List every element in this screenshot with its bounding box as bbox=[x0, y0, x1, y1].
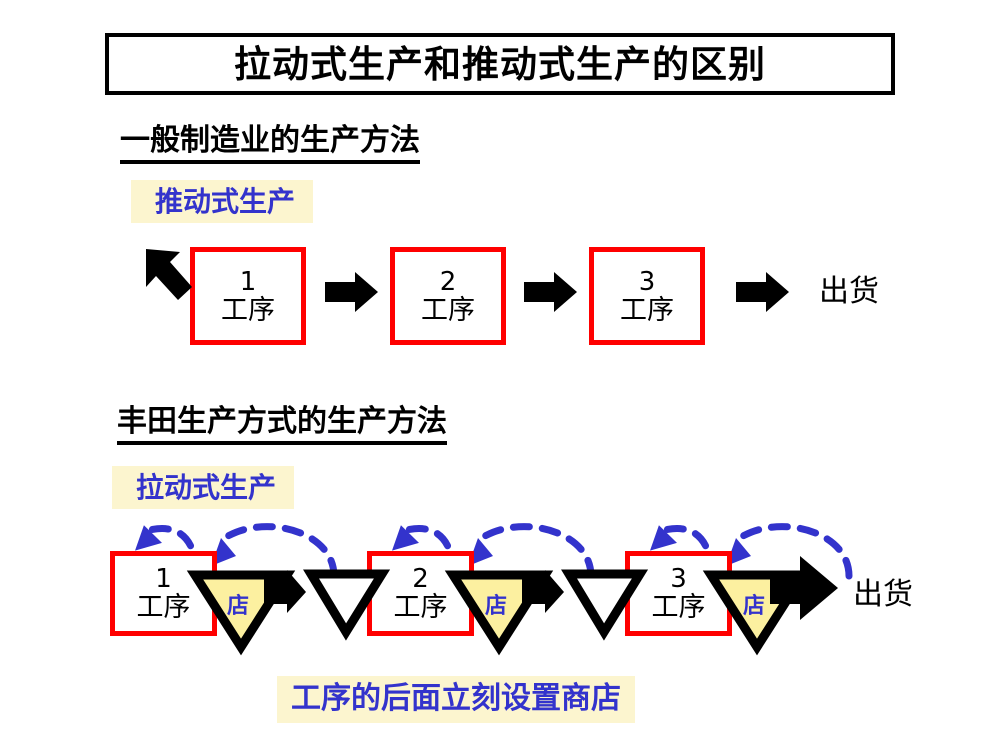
process-number: 1 bbox=[239, 266, 257, 297]
flow-arrow-output bbox=[770, 556, 838, 620]
process-box-pull-1: 1 工序 bbox=[110, 551, 217, 636]
pull-arc-wip1-to-store1 bbox=[224, 523, 338, 580]
process-box-pull-2: 2 工序 bbox=[367, 551, 474, 636]
process-box-push-1: 1 工序 bbox=[190, 247, 306, 345]
process-number: 3 bbox=[638, 266, 656, 297]
flow-arrow-1 bbox=[264, 570, 306, 613]
process-name: 工序 bbox=[393, 592, 448, 623]
store-label-2: 店 bbox=[485, 594, 508, 619]
process-name: 工序 bbox=[651, 592, 706, 623]
page-title: 拉动式生产和推动式生产的区别 bbox=[234, 42, 766, 86]
slide-title-box: 拉动式生产和推动式生产的区别 bbox=[105, 33, 895, 95]
process-name: 工序 bbox=[620, 294, 674, 326]
process-name: 工序 bbox=[136, 592, 191, 623]
process-box-pull-3: 3 工序 bbox=[625, 551, 732, 636]
section-heading-pull: 丰田生产方式的生产方法 bbox=[117, 404, 447, 445]
output-label-pull: 出货 bbox=[853, 577, 913, 612]
process-number: 2 bbox=[439, 266, 457, 297]
process-box-push-2: 2 工序 bbox=[390, 247, 506, 345]
mode-label-pull: 拉动式生产 bbox=[112, 466, 295, 509]
output-label-push: 出货 bbox=[819, 274, 879, 309]
process-name: 工序 bbox=[221, 294, 275, 326]
flow-arrow-2 bbox=[522, 570, 564, 613]
process-name: 工序 bbox=[421, 294, 475, 326]
process-number: 2 bbox=[412, 564, 429, 594]
inbound-arrow-push bbox=[146, 249, 192, 300]
process-number: 3 bbox=[670, 564, 687, 594]
store-label-1: 店 bbox=[227, 594, 250, 619]
mode-label-push: 推动式生产 bbox=[131, 180, 314, 223]
section-heading-push: 一般制造业的生产方法 bbox=[120, 123, 420, 164]
process-number: 1 bbox=[155, 564, 172, 594]
withdrawal-triangles bbox=[303, 569, 649, 641]
block-arrow-right-1 bbox=[325, 272, 378, 312]
pull-caption: 工序的后面立刻设置商店 bbox=[277, 676, 635, 723]
block-arrow-right-3 bbox=[736, 272, 789, 312]
store-label-3: 店 bbox=[743, 594, 766, 619]
process-box-push-3: 3 工序 bbox=[589, 247, 705, 345]
pull-arc-wip2-to-store2 bbox=[481, 523, 595, 580]
pull-arc-wip3-to-store3 bbox=[739, 523, 853, 580]
block-arrow-right-2 bbox=[524, 272, 577, 312]
